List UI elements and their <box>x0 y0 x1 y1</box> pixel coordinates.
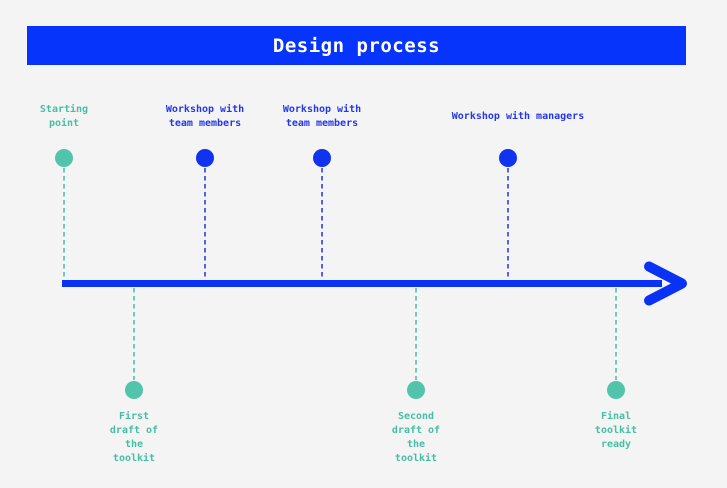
event-dot-workshop-2 <box>313 149 331 167</box>
event-label-starting-point: Starting point <box>39 104 89 129</box>
event-label-workshop-managers: Workshop with managers <box>451 111 585 122</box>
event-dot-first-draft <box>125 381 143 399</box>
event-label-workshop-1: Workshop with team members <box>165 104 245 129</box>
event-label-second-draft: Second draft of the toolkit <box>391 411 441 464</box>
event-dot-workshop-1 <box>196 149 214 167</box>
event-label-first-draft: First draft of the toolkit <box>109 411 159 464</box>
event-label-final-toolkit: Final toolkit ready <box>594 411 638 450</box>
event-dot-workshop-managers <box>499 149 517 167</box>
arrowhead-icon <box>644 261 687 306</box>
event-label-workshop-2: Workshop with team members <box>282 104 362 129</box>
event-dot-starting-point <box>55 149 73 167</box>
event-dot-final-toolkit <box>607 381 625 399</box>
event-dot-second-draft <box>407 381 425 399</box>
page-title: Design process <box>272 34 441 57</box>
title-bar: Design process <box>27 26 686 65</box>
